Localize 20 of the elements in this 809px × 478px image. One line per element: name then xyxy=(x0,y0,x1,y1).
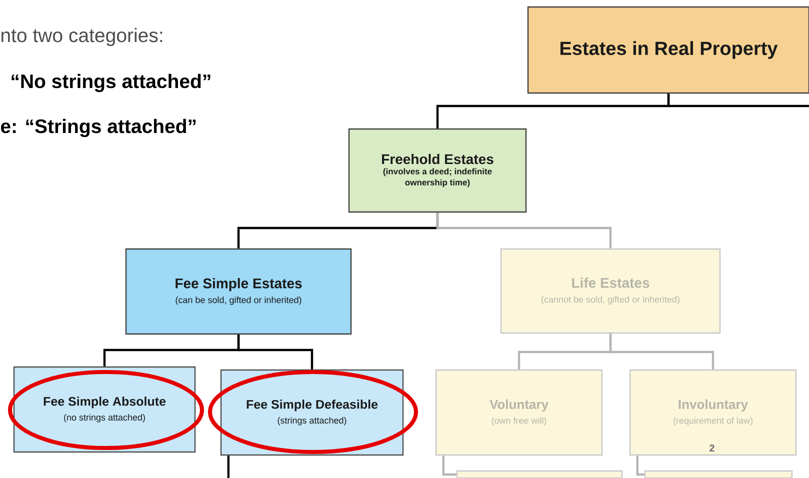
category-box: Fee Simple Estates (can be sold, gifted or inherited) xyxy=(125,248,352,335)
connector-line xyxy=(436,212,612,248)
category-box: Life Estates (cannot be sold, gifted or inherited) xyxy=(500,248,721,334)
connector-line xyxy=(667,94,809,108)
connector-line xyxy=(227,456,230,478)
connector-line xyxy=(636,456,644,476)
root-box: Estates in Real Property xyxy=(527,6,809,94)
slide-text: nto two categories: xyxy=(2,28,162,46)
estate-box: Fee Simple Defeasible (strings attached) xyxy=(220,369,404,456)
connector-line xyxy=(237,334,314,370)
page-number: 2 xyxy=(710,444,714,452)
slide-text: e: “Strings attached” xyxy=(0,118,196,138)
connector-line xyxy=(609,334,714,370)
empty-box xyxy=(456,470,623,478)
empty-box xyxy=(644,470,793,478)
category-box: Freehold Estates (involves a deed; indefinite ownership time) xyxy=(348,128,527,213)
connector-line xyxy=(442,456,456,476)
estate-box: Fee Simple Absolute (no strings attached) xyxy=(13,366,196,453)
slide-text: “No strings attached” xyxy=(12,74,210,92)
estate-box: Voluntary (own free will) xyxy=(435,369,603,456)
